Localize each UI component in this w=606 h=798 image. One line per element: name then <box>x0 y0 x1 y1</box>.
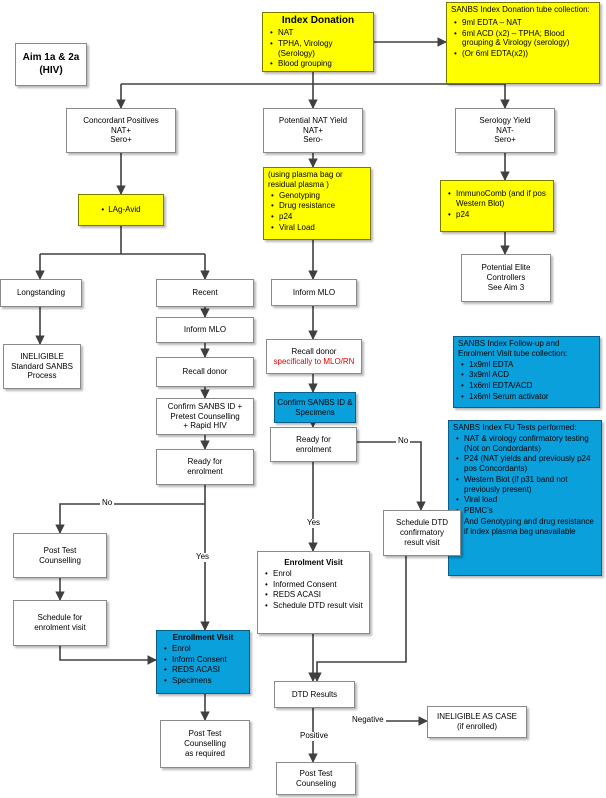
fu-tests-item: P24 (NAT yields and previously p24 pos C… <box>456 454 597 474</box>
enrolment-visit-title: Enrolment Visit <box>284 558 343 567</box>
concordant-positives-box: Concordant Positives NAT+ Sero+ <box>66 108 176 153</box>
followup-tubes-box: SANBS Index Follow-up and Enrolment Visi… <box>453 336 600 408</box>
followup-tubes-title: SANBS Index Follow-up and Enrolment Visi… <box>458 339 568 358</box>
enrolment-visit-item: Informed Consent <box>265 580 365 590</box>
recall-donor-mid-line2: specifically to MLO/RN <box>273 356 355 366</box>
index-donation-item: TPHA, Virology (Serology) <box>270 39 369 59</box>
followup-tubes-item: 3x9ml ACD <box>461 370 595 380</box>
tube-collection-item: 6ml ACD (x2) – TPHA; Blood grouping & Vi… <box>454 29 595 49</box>
inform-mlo-left-box: Inform MLO <box>156 317 254 343</box>
enrollment-visit-title: Enrollment Visit <box>172 633 234 642</box>
immunocomb-item: ImmunoComb (and if pos Western Blot) <box>448 189 549 209</box>
followup-tubes-item: 1x6ml Serum activator <box>461 392 595 402</box>
confirm-specimens-box: Confirm SANBS ID & Specimens <box>274 392 356 423</box>
plasma-tests-item: Viral Load <box>271 223 366 233</box>
index-donation-item: Blood grouping <box>270 59 369 69</box>
fu-tests-item: And Genotyping and drug resistance if in… <box>456 517 597 537</box>
edge-label-yes-mid: Yes <box>305 518 323 528</box>
index-donation-box: Index Donation NAT TPHA, Virology (Serol… <box>262 12 374 72</box>
immunocomb-list: ImmunoComb (and if pos Western Blot) p24 <box>445 189 549 219</box>
post-test-counselling-left-box: Post Test Counselling <box>13 533 107 578</box>
lag-avid-row: • LAg-Avid <box>101 205 140 215</box>
enrolment-visit-item: REDS ACASI <box>265 590 365 600</box>
index-donation-title: Index Donation <box>281 15 355 26</box>
edge-label-no-mid: No <box>396 436 411 446</box>
edge-schedule-dtd-to-dtd <box>312 556 407 682</box>
tube-collection-title: SANBS Index Donation tube collection: <box>451 5 590 14</box>
ineligible-standard-box: INELIGIBLE Standard SANBS Process <box>3 344 81 389</box>
plasma-tests-item: Genotyping <box>271 191 366 201</box>
fu-tests-item: Viral load <box>456 495 597 505</box>
followup-tubes-item: 1x9ml EDTA <box>461 360 595 370</box>
lag-avid-label: LAg-Avid <box>108 205 141 215</box>
enrollment-visit-item: Enrol <box>164 644 245 654</box>
edge-label-positive: Positive <box>298 731 331 741</box>
longstanding-box: Longstanding <box>0 279 82 307</box>
tube-collection-item: 9ml EDTA – NAT <box>454 18 595 28</box>
plasma-tests-box: (using plasma bag or residual plasma ) G… <box>263 167 371 240</box>
plasma-tests-item: p24 <box>271 212 366 222</box>
immunocomb-box: ImmunoComb (and if pos Western Blot) p24 <box>440 180 554 232</box>
fu-tests-box: SANBS Index FU Tests performed: NAT & vi… <box>448 420 602 576</box>
plasma-tests-list: Genotyping Drug resistance p24 Viral Loa… <box>268 191 366 233</box>
enrollment-visit-item: REDS ACASI <box>164 665 245 675</box>
bullet-icon: • <box>101 205 105 215</box>
schedule-dtd-box: Schedule DTD confirmatory result visit <box>383 510 461 556</box>
enrolment-visit-list: Enrol Informed Consent REDS ACASI Schedu… <box>262 569 365 611</box>
tube-collection-item: (Or 6ml EDTA(x2)) <box>454 49 595 59</box>
edge-label-no-left: No <box>100 498 115 508</box>
enrollment-visit-item: Specimens <box>164 676 245 686</box>
enrolment-visit-item: Enrol <box>265 569 365 579</box>
edge-no-left <box>55 503 205 534</box>
recall-donor-mid-line1: Recall donor <box>291 346 337 356</box>
followup-tubes-list: 1x9ml EDTA 3x9ml ACD 1x6ml EDTA/ACD 1x6m… <box>458 360 595 402</box>
tube-collection-box: SANBS Index Donation tube collection: 9m… <box>446 2 600 84</box>
fu-tests-item: NAT & virology confirmatory testing (Not… <box>456 434 597 454</box>
index-donation-item: NAT <box>270 28 369 38</box>
edge-no-mid <box>357 441 426 511</box>
schedule-enrolment-box: Schedule for enrolment visit <box>13 600 107 646</box>
followup-tubes-item: 1x6ml EDTA/ACD <box>461 381 595 391</box>
fu-tests-list: NAT & virology confirmatory testing (Not… <box>453 434 597 537</box>
plasma-tests-item: Drug resistance <box>271 201 366 211</box>
ready-enrolment-left-box: Ready for enrolment <box>156 449 254 485</box>
inform-mlo-mid-box: Inform MLO <box>271 279 357 306</box>
ineligible-case-box: INELIGIBLE AS CASE (if enrolled) <box>427 706 527 738</box>
edge-label-yes-left: Yes <box>194 552 212 562</box>
ready-enrolment-mid-box: Ready for enrolment <box>270 427 357 462</box>
fu-tests-item: Western Blot (if p31 band not previously… <box>456 475 597 495</box>
confirm-pretest-box: Confirm SANBS ID + Pretest Counselling +… <box>156 398 254 435</box>
post-test-required-box: Post Test Counselling as required <box>160 720 250 768</box>
enrollment-visit-box: Enrollment Visit Enrol Inform Consent RE… <box>156 630 250 694</box>
enrolment-visit-item: Schedule DTD result visit <box>265 601 365 611</box>
index-donation-list: NAT TPHA, Virology (Serology) Blood grou… <box>267 28 369 69</box>
elite-controllers-box: Potential Elite Controllers See Aim 3 <box>461 254 551 302</box>
post-test-counseling-final-box: Post Test Counseling <box>276 762 356 795</box>
dtd-results-box: DTD Results <box>274 681 355 708</box>
fu-tests-item: PBMC’s <box>456 506 597 516</box>
plasma-tests-title: (using plasma bag or residual plasma ) <box>268 170 343 189</box>
enrollment-visit-list: Enrol Inform Consent REDS ACASI Specimen… <box>161 644 245 686</box>
fu-tests-title: SANBS Index FU Tests performed: <box>453 423 577 432</box>
edge-schedule-to-enrollment <box>59 646 157 665</box>
recent-box: Recent <box>156 279 254 307</box>
potential-nat-yield-box: Potential NAT Yield NAT+ Sero- <box>263 108 363 153</box>
enrollment-visit-item: Inform Consent <box>164 655 245 665</box>
recall-donor-left-box: Recall donor <box>156 357 254 387</box>
aim-label: Aim 1a & 2a (HIV) <box>15 43 87 86</box>
tube-collection-list: 9ml EDTA – NAT 6ml ACD (x2) – TPHA; Bloo… <box>451 18 595 59</box>
enrolment-visit-box: Enrolment Visit Enrol Informed Consent R… <box>257 551 370 634</box>
recall-donor-mid-box: Recall donor specifically to MLO/RN <box>266 339 362 374</box>
edge-label-negative: Negative <box>350 715 386 725</box>
immunocomb-item: p24 <box>448 210 549 220</box>
serology-yield-box: Serology Yield NAT- Sero+ <box>455 108 555 153</box>
lag-avid-box: • LAg-Avid <box>78 194 164 226</box>
